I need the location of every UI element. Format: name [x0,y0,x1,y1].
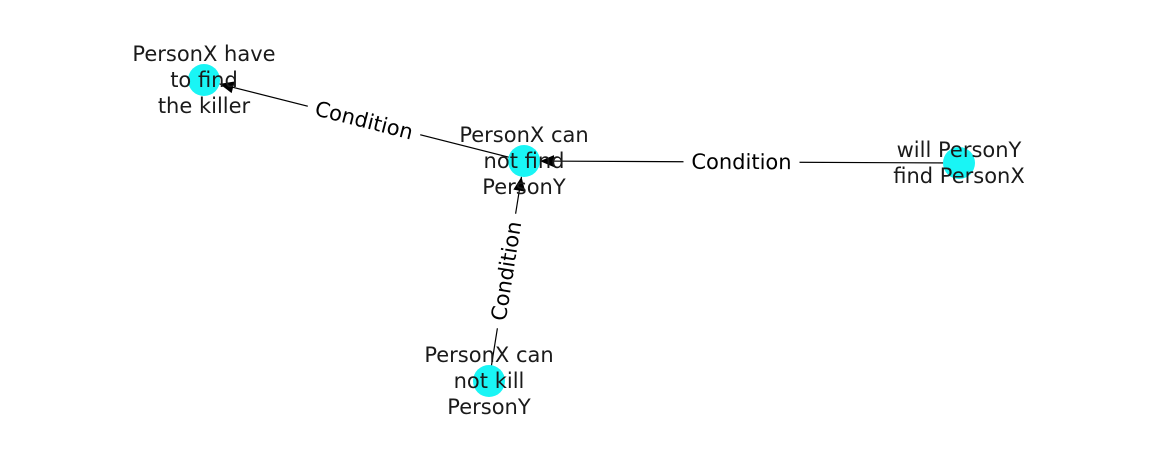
node-label-line: PersonY [482,175,566,199]
node-label-line: PersonX can [459,123,588,147]
node-dot [188,64,220,96]
node-label-line: PersonY [447,395,531,419]
node-dot [943,147,975,179]
edge-label-n2-n1: Condition [304,91,424,150]
node-label-line: to find [170,68,238,92]
edge-label-background [482,211,531,331]
node-label-line: not kill [454,369,525,393]
node-label-line: will PersonY [897,138,1022,162]
node-label-line: PersonX can [424,343,553,367]
node-dot [508,145,540,177]
edge-label-text: Condition [691,150,791,174]
edge-label-n3-n2: Condition [683,146,800,178]
node-label-line: the killer [158,94,251,118]
arrow-head-n4-n2 [513,176,526,192]
edge-label-n4-n2: Condition [482,211,531,331]
node-label-line: find PersonX [893,164,1025,188]
node-label-line: PersonX have [132,42,275,66]
arrow-head-n2-n1 [219,81,235,94]
arrow-head-n3-n2 [539,155,555,168]
edge-label-background [304,91,424,150]
node-dot [473,365,505,397]
node-label-line: not find [484,149,565,173]
edge-label-text: Condition [312,97,415,145]
edge-label-background [683,146,800,178]
